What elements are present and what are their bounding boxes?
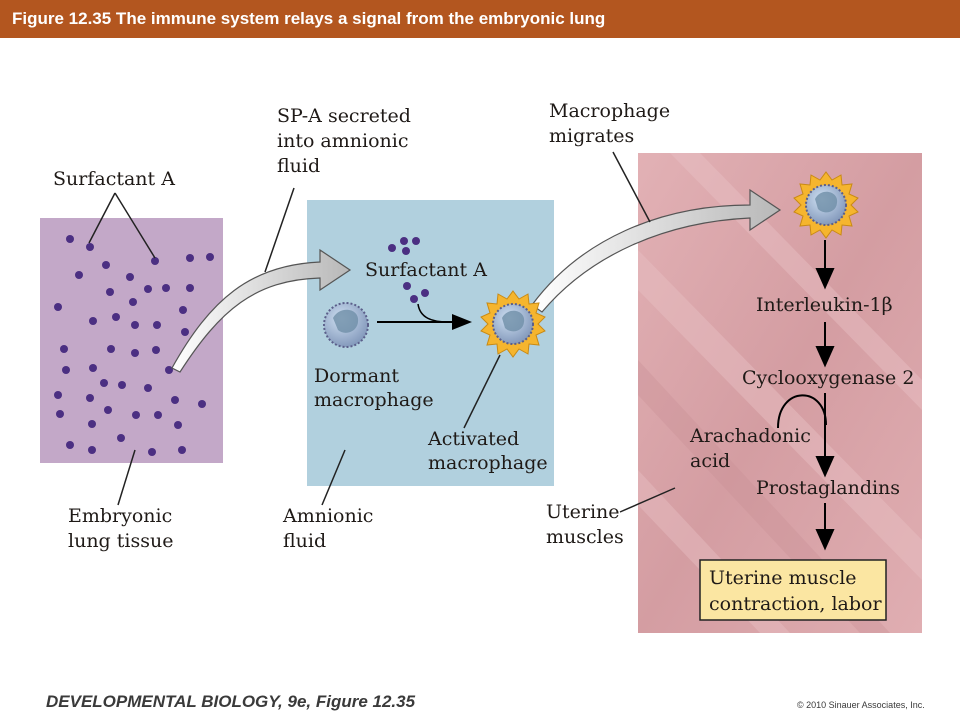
arrow-lung-to-fluid <box>171 248 352 373</box>
activated-macrophage-line1: Activated <box>427 428 519 450</box>
surfactant-a-lung-label: Surfactant A <box>53 168 175 190</box>
arrow-fluid-to-muscle <box>531 188 782 313</box>
amnionic-fluid-line2: fluid <box>283 530 326 552</box>
result-label-line2: contraction, labor <box>709 593 882 615</box>
embryonic-lung-line2: lung tissue <box>68 530 173 552</box>
book-citation: DEVELOPMENTAL BIOLOGY, 9e, Figure 12.35 <box>46 692 416 711</box>
embryonic-lung-line1: Embryonic <box>68 505 172 527</box>
uterine-macrophage <box>793 171 859 239</box>
result-box <box>699 559 887 621</box>
copyright-notice: © 2010 Sinauer Associates, Inc. <box>797 700 925 710</box>
sp-a-label-line1: SP-A secreted <box>277 105 411 127</box>
prostaglandins-label: Prostaglandins <box>756 477 900 499</box>
sp-a-label-line3: fluid <box>277 155 320 177</box>
cyclooxygenase-label: Cyclooxygenase 2 <box>742 367 914 389</box>
dormant-macrophage-line1: Dormant <box>314 365 399 387</box>
leader-lines <box>88 151 676 513</box>
macrophage-migrates-line2: migrates <box>549 125 634 147</box>
uterine-muscles-line1: Uterine <box>546 501 620 523</box>
arachidonic-acid-line2: acid <box>690 450 730 472</box>
arachidonic-curve <box>777 394 827 429</box>
uterine-muscles-line2: muscles <box>546 526 624 548</box>
pathway-arrows <box>815 240 835 551</box>
interleukin-label: Interleukin-1β <box>756 294 893 316</box>
dormant-macrophage <box>323 302 369 348</box>
amnionic-fluid-line1: Amnionic <box>282 505 373 527</box>
surfactant-a-fluid-label: Surfactant A <box>365 259 487 281</box>
surfactant-dots-fluid <box>388 237 429 303</box>
surfactant-binding-arrow <box>417 303 449 323</box>
activation-arrowhead <box>452 314 472 330</box>
arachidonic-acid-line1: Arachadonic <box>689 425 811 447</box>
figure-title: Figure 12.35 The immune system relays a … <box>12 9 606 28</box>
result-label-line1: Uterine muscle <box>709 567 857 589</box>
activated-macrophage-line2: macrophage <box>428 452 548 474</box>
macrophage-migrates-line1: Macrophage <box>549 100 670 122</box>
surfactant-dots-lung <box>54 235 214 456</box>
activated-macrophage <box>480 290 546 358</box>
dormant-macrophage-line2: macrophage <box>314 389 434 411</box>
title-bar: Figure 12.35 The immune system relays a … <box>0 0 960 38</box>
sp-a-label-line2: into amnionic <box>277 130 408 152</box>
